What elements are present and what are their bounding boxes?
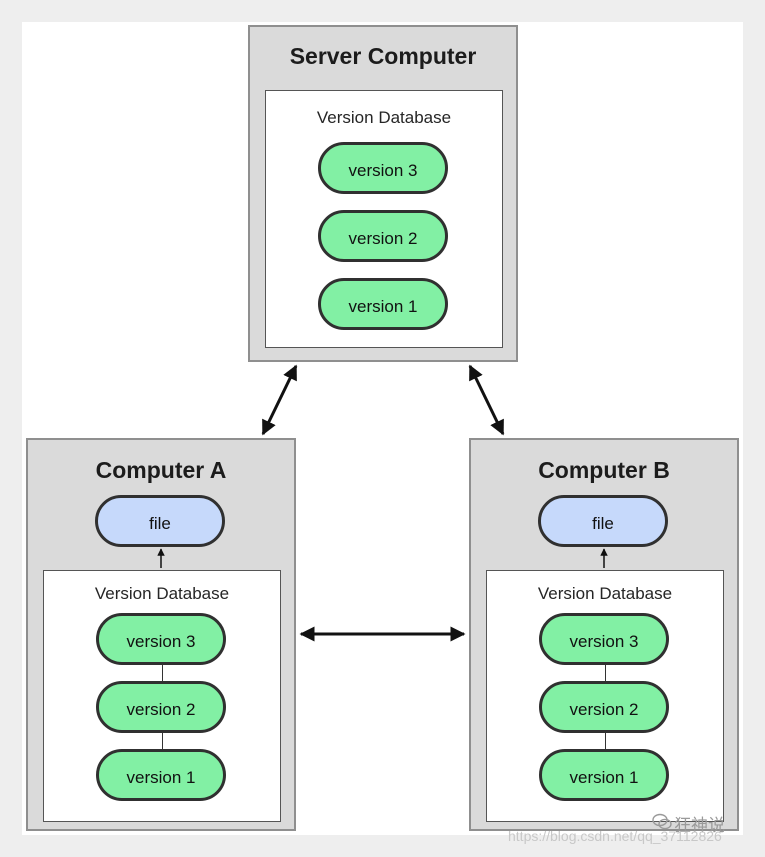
- computer-b-title: Computer B: [538, 457, 670, 483]
- computer-b-version-database: Version Database version 3 version 2 ver…: [486, 570, 724, 822]
- computer-a-version-database-label: Version Database: [94, 584, 230, 603]
- computer-b-link-line: [605, 733, 606, 749]
- computer-a-link-line: [162, 733, 163, 749]
- computer-b-box: Computer B file Version Database version…: [469, 438, 739, 831]
- computer-a-title: Computer A: [95, 457, 227, 483]
- computer-a-version-database: Version Database version 3 version 2 ver…: [43, 570, 281, 822]
- server-computer-title: Server Computer: [289, 43, 477, 69]
- computer-b-version-database-label: Version Database: [537, 584, 673, 603]
- computer-a-version-2: version 2: [96, 681, 226, 733]
- computer-b-file: file: [538, 495, 668, 547]
- server-computer-box: Server Computer Version Database version…: [248, 25, 518, 362]
- computer-b-link-line: [605, 665, 606, 681]
- computer-a-link-line: [162, 665, 163, 681]
- arrow-server-to-a: [261, 364, 298, 436]
- computer-a-version-3: version 3: [96, 613, 226, 665]
- server-version-database-label: Version Database: [316, 108, 452, 127]
- server-version-2: version 2: [318, 210, 448, 262]
- computer-b-version-2: version 2: [539, 681, 669, 733]
- computer-b-version-1: version 1: [539, 749, 669, 801]
- arrow-server-to-b: [468, 364, 505, 436]
- watermark-brand: 狂神说: [674, 816, 725, 835]
- computer-b-version-3: version 3: [539, 613, 669, 665]
- computer-a-version-1: version 1: [96, 749, 226, 801]
- computer-a-file: file: [95, 495, 225, 547]
- server-version-database: Version Database version 3 version 2 ver…: [265, 90, 503, 348]
- server-version-1: version 1: [318, 278, 448, 330]
- wechat-icon: [652, 813, 672, 830]
- computer-a-box: Computer A file Version Database version…: [26, 438, 296, 831]
- watermark-url: https://blog.csdn.net/qq_37112826: [508, 828, 722, 844]
- server-version-3: version 3: [318, 142, 448, 194]
